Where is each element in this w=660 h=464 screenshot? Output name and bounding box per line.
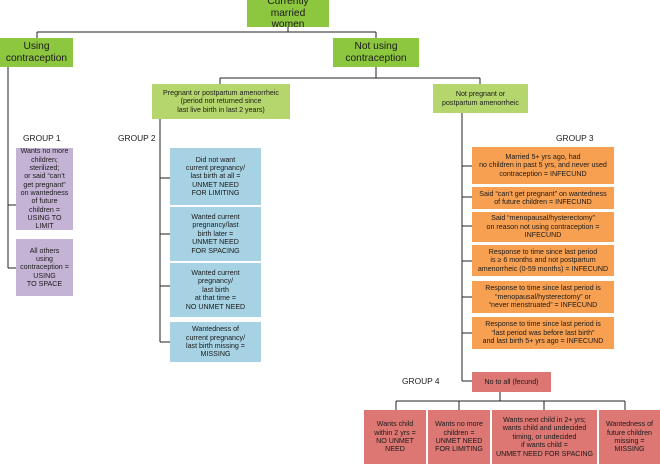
group3-infecund-before-last-birth: Response to time since last period is “l… [472, 317, 614, 349]
group-3-label: GROUP 3 [556, 133, 594, 143]
using-contraception-box: Using contraception [0, 38, 73, 67]
group1-using-to-space: All others using contraception = USING T… [16, 239, 73, 296]
group4-missing: Wantedness of future children missing = … [599, 410, 660, 464]
not-pregnant-box: Not pregnant or postpartum amenorrheic [433, 84, 528, 113]
group3-infecund-married-5yrs: Married 5+ yrs ago, had no children in p… [472, 147, 614, 184]
group1-using-to-limit: Wants no more children; sterilized; or s… [16, 147, 73, 230]
group2-missing: Wantedness of current pregnancy/ last bi… [170, 322, 261, 362]
group2-unmet-need-limiting: Did not want current pregnancy/ last bir… [170, 148, 261, 205]
group4-unmet-need-limiting: Wants no more children = UNMET NEED FOR … [428, 410, 490, 464]
group4-unmet-need-spacing: Wants next child in 2+ yrs; wants child … [492, 410, 597, 464]
group-2-label: GROUP 2 [118, 133, 156, 143]
group3-infecund-menopausal-reason: Said “menopausal/hysterectomy” on reason… [472, 212, 614, 242]
group3-infecund-cant-get-pregnant: Said “can’t get pregnant” on wantedness … [472, 187, 614, 209]
not-using-contraception-box: Not using contraception [333, 38, 419, 67]
fecund-box: No to all (fecund) [472, 372, 551, 392]
group2-unmet-need-spacing: Wanted current pregnancy/last birth late… [170, 207, 261, 261]
group3-infecund-6-months: Response to time since last period is ≥ … [472, 245, 614, 276]
root-box: Currently married women [247, 0, 329, 30]
pregnant-amenorrheic-box: Pregnant or postpartum amenorrheic (peri… [152, 84, 290, 119]
group4-no-unmet-need: Wants child within 2 yrs = NO UNMET NEED [364, 410, 426, 464]
group-4-label: GROUP 4 [402, 376, 440, 386]
group3-infecund-never-menstruated: Response to time since last period is “m… [472, 281, 614, 313]
group2-no-unmet-need: Wanted current pregnancy/ last birth at … [170, 263, 261, 317]
group-1-label: GROUP 1 [23, 133, 61, 143]
